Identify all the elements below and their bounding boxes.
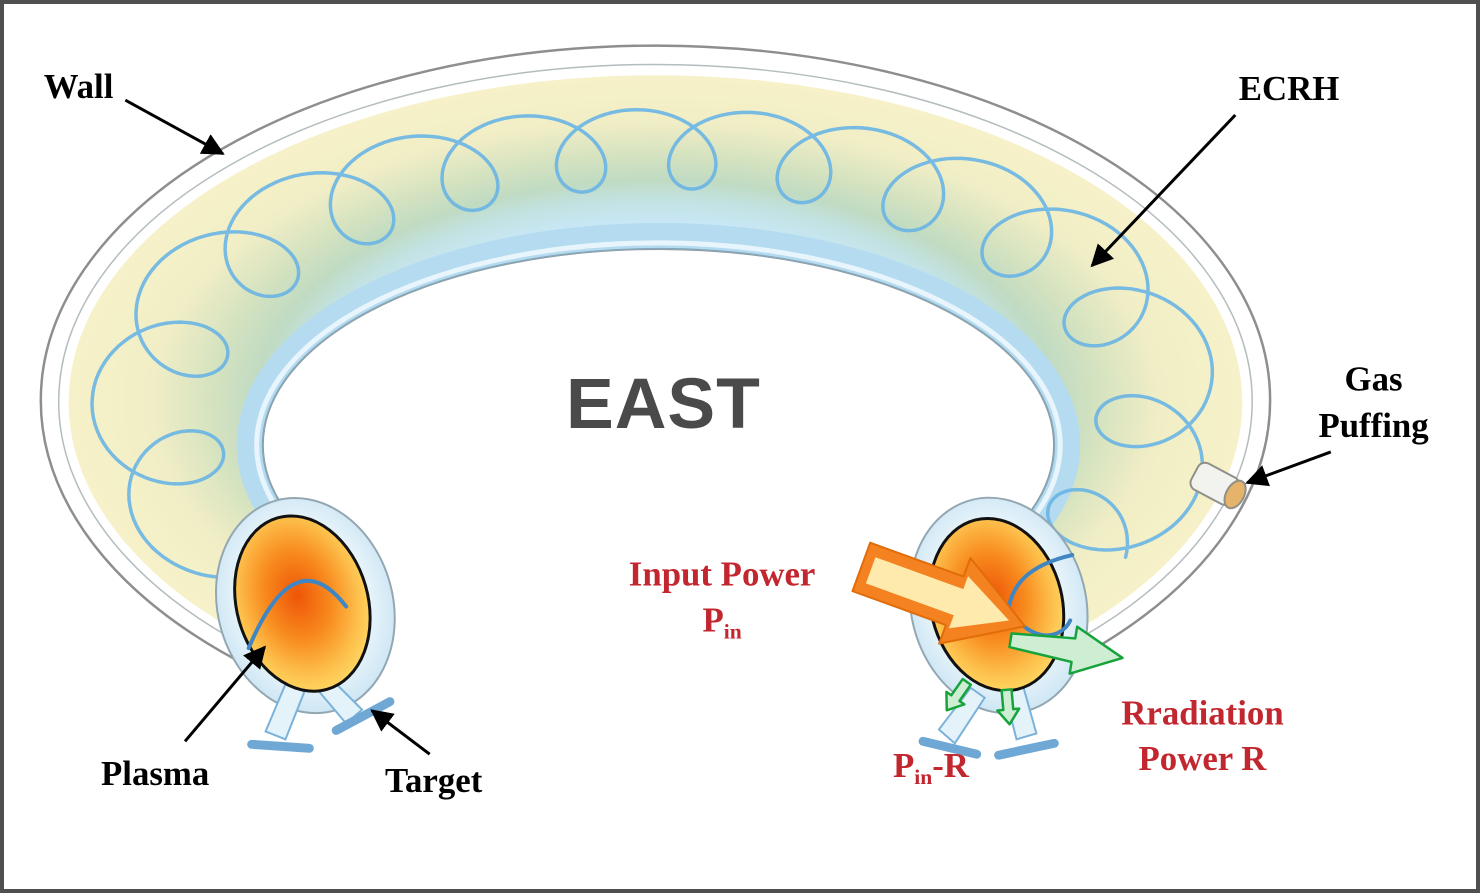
label-input-power: Input Power Pin bbox=[629, 555, 816, 643]
svg-text:Pin: Pin bbox=[702, 600, 741, 643]
wall-pointer-arrow bbox=[124, 98, 225, 155]
divertor-target-plate-left-a bbox=[247, 739, 314, 753]
label-radiation-power: Rradiation Power R bbox=[1121, 694, 1283, 779]
device-title: EAST bbox=[566, 364, 761, 444]
target-pointer-arrow bbox=[370, 709, 431, 756]
label-ecrh: ECRH bbox=[1239, 69, 1340, 108]
label-pin-minus-r: Pin-R bbox=[893, 746, 970, 789]
label-target: Target bbox=[385, 761, 483, 800]
plasma-left bbox=[233, 514, 372, 693]
label-gas-puffing: Gas Puffing bbox=[1318, 360, 1429, 446]
svg-text:Rradiation: Rradiation bbox=[1121, 694, 1283, 733]
divertor-target-plate-right-b bbox=[994, 738, 1059, 760]
ecrh-wave-icon bbox=[90, 108, 1215, 580]
divertor-target-plate-left-b bbox=[331, 697, 395, 735]
ecrh-pointer-arrow bbox=[1090, 113, 1237, 268]
svg-text:Gas: Gas bbox=[1345, 360, 1403, 399]
label-wall: Wall bbox=[44, 67, 114, 106]
svg-text:Input Power: Input Power bbox=[629, 555, 816, 594]
divertor-target-plate-right-a bbox=[918, 736, 982, 759]
tokamak-diagram: Wall ECRH Gas Puffing EAST Input Power P… bbox=[39, 44, 1429, 827]
gas-puffing-pointer-arrow bbox=[1245, 450, 1332, 487]
torus-body bbox=[68, 75, 1243, 730]
radiation-power-arrow bbox=[1008, 625, 1124, 675]
input-power-arrow bbox=[851, 541, 1026, 645]
plasma-pointer-arrow bbox=[183, 645, 267, 743]
field-line-left bbox=[246, 578, 349, 651]
svg-text:Power R: Power R bbox=[1139, 739, 1268, 778]
label-plasma: Plasma bbox=[101, 754, 209, 793]
svg-text:Puffing: Puffing bbox=[1318, 406, 1429, 445]
torus-cutaway bbox=[342, 529, 974, 827]
divertor-leg-right-outer bbox=[937, 686, 987, 745]
gas-puffing-nozzle bbox=[1189, 461, 1247, 510]
